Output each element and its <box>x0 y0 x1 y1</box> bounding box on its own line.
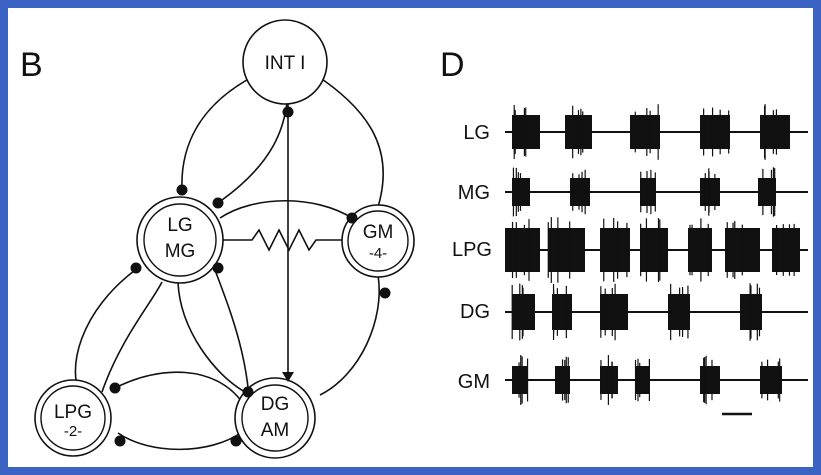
network-diagram: INT I LG MG GM -4- LPG -2- DG AM <box>34 19 415 459</box>
trace-burst-lg <box>700 115 730 149</box>
edge-lgmg-gm-arc <box>219 200 353 219</box>
edge-int1-gm <box>312 72 385 208</box>
trace-burst-lpg <box>640 228 668 272</box>
synapse-dot <box>212 262 224 274</box>
node-lgmg: LG MG <box>136 196 224 284</box>
node-dgam-label-bottom: AM <box>261 420 290 441</box>
trace-burst-gm <box>512 366 528 394</box>
panel-label-d: D <box>440 46 465 84</box>
node-gm: GM -4- <box>341 204 415 278</box>
synapse-dot <box>176 184 188 196</box>
node-int1: INT I <box>242 19 328 105</box>
synapse-dot <box>346 212 358 224</box>
edge-lpg-lgmg <box>101 281 163 393</box>
synapse-dot <box>282 106 294 118</box>
node-lpg: LPG -2- <box>34 379 112 457</box>
edge-gm-dgam <box>319 274 380 396</box>
trace-burst-lg <box>630 115 660 149</box>
edge-lgmg-dgam <box>177 281 246 393</box>
trace-labels: LG MG LPG DG GM <box>452 122 492 393</box>
trace-burst-dg <box>552 294 572 330</box>
edge-dgam-lpg-bottom <box>117 431 243 451</box>
node-lgmg-label-bottom: MG <box>165 241 196 262</box>
trace-burst-dg <box>600 294 628 330</box>
trace-burst-dg <box>668 294 690 330</box>
trace-label-gm: GM <box>458 371 490 393</box>
trace-label-lg: LG <box>463 122 490 144</box>
node-dgam-label-top: DG <box>261 394 290 415</box>
figure-canvas: B D INT I LG MG GM -4- <box>20 19 808 459</box>
synapse-dot <box>379 287 391 299</box>
synapse-dot <box>114 435 126 447</box>
synapse-dot <box>230 435 242 447</box>
synapse-dot <box>130 262 142 274</box>
synapse-dot <box>242 386 254 398</box>
node-lpg-label: LPG <box>54 402 92 423</box>
excitatory-synapse <box>282 372 294 382</box>
edge-lpg-dgam-top <box>114 371 243 403</box>
trace-label-dg: DG <box>460 301 490 323</box>
node-lgmg-label-top: LG <box>167 215 192 236</box>
trace-recordings <box>505 104 808 405</box>
trace-burst-gm <box>700 366 720 394</box>
synapse-dot <box>109 382 121 394</box>
trace-burst-lpg <box>505 228 540 272</box>
node-dgam: DG AM <box>234 377 316 459</box>
figure-frame: B D INT I LG MG GM -4- <box>8 8 813 467</box>
trace-label-mg: MG <box>458 182 490 204</box>
trace-burst-gm <box>635 366 650 394</box>
trace-burst-lpg <box>600 228 630 272</box>
trace-label-lpg: LPG <box>452 239 492 261</box>
trace-burst-lpg <box>548 228 585 272</box>
edge-int1-lgmg-left <box>181 72 261 191</box>
synapse-dot <box>212 197 224 209</box>
panel-label-b: B <box>20 46 43 84</box>
node-lpg-copies: -2- <box>64 423 82 440</box>
electrical-coupling-lgmg-gm <box>221 228 345 252</box>
trace-burst-mg <box>640 178 656 206</box>
trace-burst-mg <box>700 178 720 206</box>
node-gm-copies: -4- <box>369 245 387 262</box>
trace-burst-gm <box>760 366 782 394</box>
node-gm-label: GM <box>363 222 394 243</box>
node-int1-label: INT I <box>265 53 306 74</box>
